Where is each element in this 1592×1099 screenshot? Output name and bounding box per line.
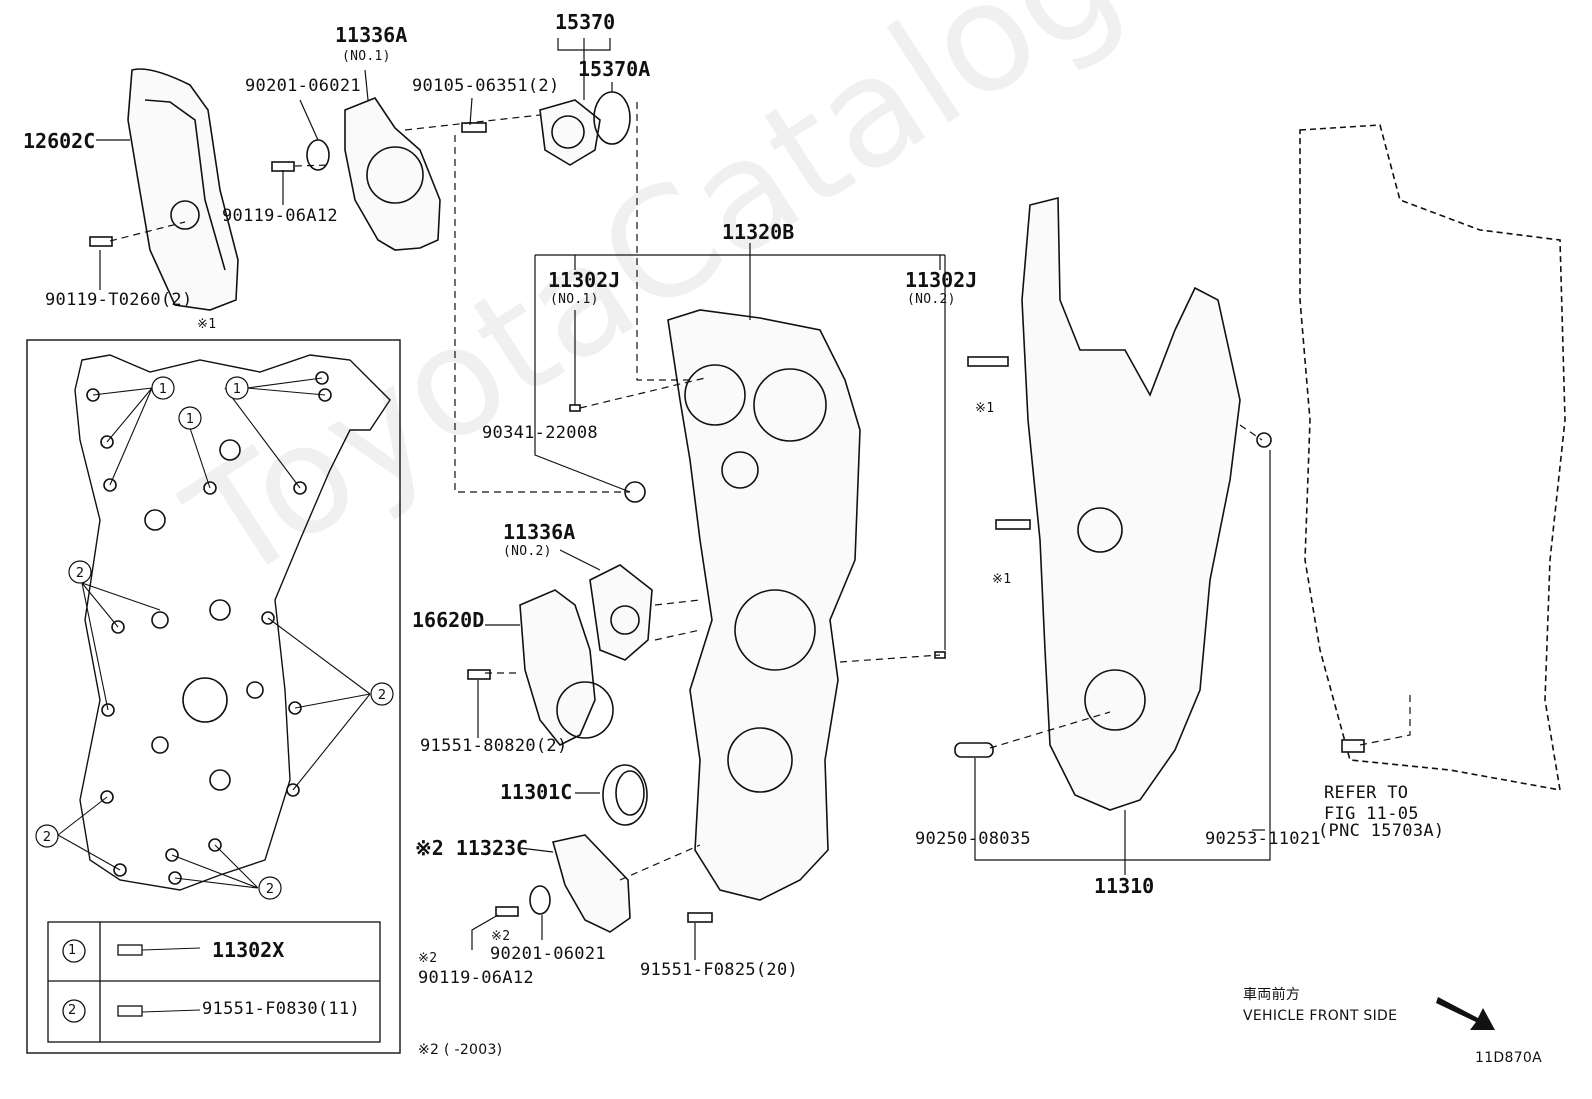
front-label-en: VEHICLE FRONT SIDE — [1243, 1008, 1398, 1024]
label-11336A-no1-sub: (NO.1) — [342, 49, 391, 64]
oil-seal-11301C — [602, 764, 648, 826]
gasket-holes — [144, 439, 264, 791]
label-90250-08035: 90250-08035 — [915, 829, 1031, 849]
label-90119-06A12-top: 90119-06A12 — [222, 206, 338, 226]
svg-text:1: 1 — [159, 382, 167, 397]
svg-text:2: 2 — [266, 882, 274, 897]
label-11302J-no1-sub: (NO.1) — [550, 292, 599, 307]
note-1-a: ※1 — [975, 401, 995, 416]
label-16620D: 16620D — [412, 608, 485, 632]
tensioner-shape — [519, 589, 596, 747]
legend-marker-2: 2 — [68, 1003, 77, 1018]
legend-table — [47, 921, 381, 1043]
label-11302J-no1: 11302J — [548, 268, 621, 292]
footnote-2: ※2 ( -2003) — [418, 1042, 503, 1058]
leader-lines — [96, 38, 1271, 960]
note-90201-06021-bot: ※2 — [491, 929, 511, 944]
timing-chain-cover-shape — [667, 309, 861, 901]
svg-text:2: 2 — [76, 566, 84, 581]
o-ring-15370A — [593, 91, 631, 145]
chain-case-shape — [1021, 196, 1241, 811]
callout-lines — [57, 377, 371, 1013]
note-1-box: ※1 — [197, 317, 217, 332]
label-15370A: 15370A — [578, 57, 651, 81]
assembly-lines — [109, 102, 1411, 881]
timing-cover-rear-shape — [127, 68, 239, 311]
bolt-icons — [89, 122, 1365, 923]
front-arrow-icon — [1436, 997, 1495, 1030]
refer-line-3: (PNC 15703A) — [1318, 821, 1445, 841]
diagram-id: 11D870A — [1475, 1050, 1542, 1066]
label-11301C: 11301C — [500, 780, 573, 804]
idler-bracket-2-shape — [589, 564, 653, 661]
label-11336A-no2-sub: (NO.2) — [503, 544, 552, 559]
svg-text:2: 2 — [43, 830, 51, 845]
gasket-outline — [74, 354, 391, 891]
label-90119-T0260: 90119-T0260(2) — [45, 290, 193, 310]
label-11302J-no2: 11302J — [905, 268, 978, 292]
bolt-holes — [86, 371, 332, 885]
label-11336A-no1: 11336A — [335, 23, 408, 47]
chain-guide-shape — [552, 834, 631, 933]
label-11323C: ※2 11323C — [415, 836, 529, 860]
label-90341-22008: 90341-22008 — [482, 423, 598, 443]
label-11302J-no2-sub: (NO.2) — [907, 292, 956, 307]
legend-part-1: 11302X — [212, 938, 285, 962]
label-15370: 15370 — [555, 10, 616, 34]
legend-marker-1: 1 — [68, 943, 77, 958]
label-90201-06021-bot: 90201-06021 — [490, 944, 606, 964]
front-label-jp: 車両前方 — [1243, 987, 1301, 1003]
idler-bracket-1-shape — [344, 97, 441, 251]
label-90119-06A12-bot: 90119-06A12 — [418, 968, 534, 988]
inset-box — [26, 339, 401, 1054]
note-1-b: ※1 — [992, 572, 1012, 587]
note-90119-06A12-bot: ※2 — [418, 951, 438, 966]
label-12602C: 12602C — [23, 129, 96, 153]
label-90201-06021-top: 90201-06021 — [245, 76, 361, 96]
callout-markers — [35, 376, 394, 900]
svg-text:2: 2 — [378, 688, 386, 703]
pump-part-15370-shape — [539, 99, 601, 166]
svg-text:1: 1 — [186, 412, 194, 427]
label-11310: 11310 — [1094, 874, 1155, 898]
engine-block-outline — [1299, 124, 1566, 791]
label-11336A-no2: 11336A — [503, 520, 576, 544]
svg-text:1: 1 — [233, 382, 241, 397]
label-91551-F0825: 91551-F0825(20) — [640, 960, 799, 980]
legend-part-2: 91551-F0830(11) — [202, 999, 361, 1019]
refer-line-1: REFER TO — [1324, 783, 1409, 803]
refer-line-2: FIG 11-05 — [1324, 804, 1419, 824]
label-91551-80820: 91551-80820(2) — [420, 736, 568, 756]
label-90253-11021: 90253-11021 — [1205, 829, 1321, 849]
label-11320B: 11320B — [722, 220, 795, 244]
label-90105-06351: 90105-06351(2) — [412, 76, 560, 96]
